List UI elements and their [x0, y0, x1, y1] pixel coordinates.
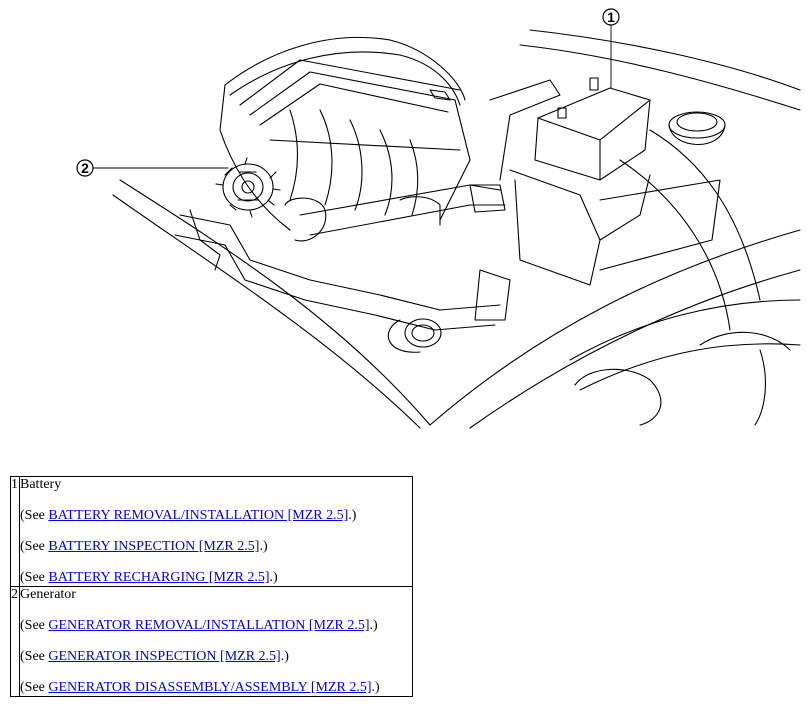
callout-leaders — [92, 24, 612, 169]
callout-number-1: 1 — [607, 9, 615, 25]
part-number: 1 — [10, 476, 20, 587]
generator-removal-installation-link[interactable]: GENERATOR REMOVAL/INSTALLATION [MZR 2.5] — [48, 618, 370, 633]
battery-recharging-link[interactable]: BATTERY RECHARGING [MZR 2.5] — [48, 570, 270, 585]
generator-inspection-link[interactable]: GENERATOR INSPECTION [MZR 2.5] — [48, 649, 281, 664]
reference-line: (See BATTERY REMOVAL/INSTALLATION [MZR 2… — [20, 508, 412, 524]
reference-suffix: .) — [269, 570, 278, 585]
reference-suffix: .) — [280, 649, 289, 664]
reference-suffix: .) — [348, 508, 357, 523]
generator-drawing — [215, 157, 281, 218]
callout-marker-1: 1 — [602, 8, 620, 26]
battery-removal-installation-link[interactable]: BATTERY REMOVAL/INSTALLATION [MZR 2.5] — [48, 508, 349, 523]
reference-prefix: (See — [20, 508, 49, 523]
vehicle-body-outline — [112, 29, 801, 429]
generator-disassembly-assembly-link[interactable]: GENERATOR DISASSEMBLY/ASSEMBLY [MZR 2.5] — [48, 680, 372, 695]
engine-intake-manifold — [219, 36, 471, 231]
strut-tower — [668, 111, 726, 145]
front-crossmember — [174, 209, 511, 353]
battery-drawing — [534, 77, 651, 181]
air-intake-duct — [284, 184, 506, 242]
part-description: Generator (See GENERATOR REMOVAL/INSTALL… — [19, 586, 413, 697]
callout-marker-2: 2 — [76, 159, 94, 177]
table-row: 2 Generator (See GENERATOR REMOVAL/INSTA… — [10, 586, 413, 697]
reference-prefix: (See — [20, 649, 49, 664]
battery-tray — [489, 79, 721, 286]
callout-number-2: 2 — [81, 160, 89, 176]
reference-prefix: (See — [20, 570, 49, 585]
engine-bay-illustration: 1 2 — [76, 8, 801, 429]
reference-suffix: .) — [369, 618, 378, 633]
table-row: 1 Battery (See BATTERY REMOVAL/INSTALLAT… — [10, 476, 413, 587]
reference-line: (See BATTERY INSPECTION [MZR 2.5].) — [20, 539, 412, 555]
reference-prefix: (See — [20, 680, 49, 695]
reference-line: (See GENERATOR DISASSEMBLY/ASSEMBLY [MZR… — [20, 680, 412, 696]
reference-line: (See BATTERY RECHARGING [MZR 2.5].) — [20, 570, 412, 586]
part-name: Generator — [20, 587, 76, 602]
battery-inspection-link[interactable]: BATTERY INSPECTION [MZR 2.5] — [48, 539, 260, 554]
reference-line: (See GENERATOR INSPECTION [MZR 2.5].) — [20, 649, 412, 665]
reference-line: (See GENERATOR REMOVAL/INSTALLATION [MZR… — [20, 618, 412, 634]
parts-table: 1 Battery (See BATTERY REMOVAL/INSTALLAT… — [10, 476, 413, 697]
reference-suffix: .) — [259, 539, 268, 554]
reference-prefix: (See — [20, 618, 49, 633]
part-name: Battery — [20, 477, 62, 492]
part-description: Battery (See BATTERY REMOVAL/INSTALLATIO… — [19, 476, 413, 587]
reference-prefix: (See — [20, 539, 49, 554]
reference-suffix: .) — [371, 680, 380, 695]
part-number: 2 — [10, 586, 20, 697]
